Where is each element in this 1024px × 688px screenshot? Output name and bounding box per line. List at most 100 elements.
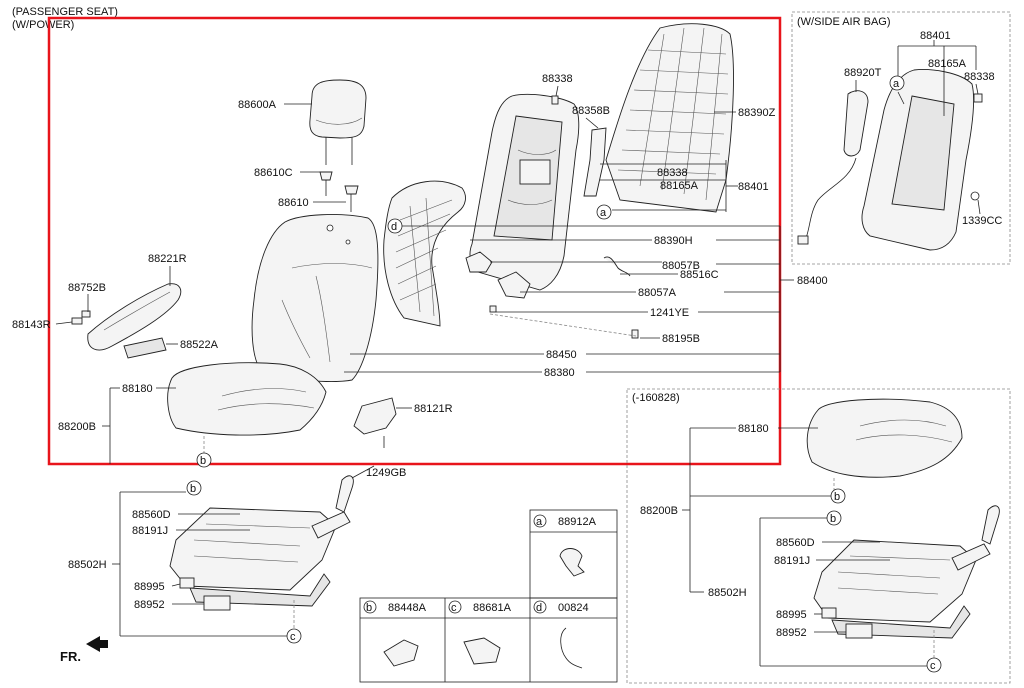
seatback-frame-drawing [469, 94, 580, 291]
label-1339cc: 1339CC [962, 215, 1002, 227]
legend-a-part: 88912A [558, 516, 597, 528]
header-w-power: (W/POWER) [12, 19, 74, 31]
side-airbag-frame-drawing [797, 69, 983, 251]
lumbar-bracket-drawing [583, 127, 607, 197]
label-88338-mid: 88338 [657, 167, 688, 179]
label-88221r: 88221R [148, 253, 187, 265]
callout-circles-lower-left: b b c d a [186, 204, 612, 644]
label-88121r: 88121R [414, 403, 453, 415]
callout-d-pad: d [391, 221, 397, 233]
seat-track-left-drawing [169, 475, 354, 611]
label-88401-right: 88401 [920, 30, 951, 42]
side-shield-drawing [71, 283, 182, 359]
leader-lines-lower-left [112, 465, 375, 637]
callout-b-track: b [190, 483, 196, 495]
motor-88681a-drawing [463, 637, 501, 665]
label-88057a: 88057A [638, 287, 677, 299]
label-88390z: 88390Z [738, 107, 776, 119]
seat-cushion-left-drawing [167, 362, 327, 436]
label-88522a: 88522A [180, 339, 219, 351]
callout-a-airbag-circle [889, 75, 905, 91]
label-88180-left: 88180 [122, 383, 153, 395]
label-88358b: 88358B [572, 105, 610, 117]
label-88516c: 88516C [680, 269, 719, 281]
seat-cushion-right-drawing [806, 398, 963, 478]
clip-88912a-drawing [559, 548, 585, 577]
legend-d-letter: d [536, 602, 542, 614]
label-88165a-right: 88165A [928, 58, 967, 70]
callout-b-variant-track-circle [826, 510, 842, 526]
legend-d-part: 00824 [558, 602, 589, 614]
label-88401-mid: 88401 [738, 181, 769, 193]
label-88610: 88610 [278, 197, 309, 209]
leader-lines-main [55, 85, 794, 464]
label-88338-right: 88338 [964, 71, 995, 83]
legend-table [359, 509, 618, 683]
label-88191j-left: 88191J [132, 525, 168, 537]
headrest-drawing [309, 79, 367, 165]
label-88200b-right: 88200B [640, 505, 678, 517]
header-passenger-seat: (PASSENGER SEAT) [12, 6, 118, 18]
bracket-88121r-drawing [353, 397, 397, 435]
part-labels: 88338 88600A 88358B 88390Z 88610C 88338 … [12, 30, 1002, 639]
leader-lines-airbag [855, 40, 981, 215]
label-88502h-right: 88502H [708, 587, 747, 599]
label-88502h-left: 88502H [68, 559, 107, 571]
callout-b-variant-cushion: b [834, 491, 840, 503]
seat-track-right-drawing [813, 505, 1000, 639]
label-88560d-right: 88560D [776, 537, 815, 549]
seatback-cover-drawing [251, 214, 379, 382]
label-88165a-mid: 88165A [660, 180, 699, 192]
legend-b-circle [363, 600, 377, 614]
label-88191j-right: 88191J [774, 555, 810, 567]
motor-88448a-drawing [383, 639, 419, 667]
callout-b-variant-cushion-circle [830, 488, 846, 504]
label-88380: 88380 [544, 367, 575, 379]
header-variant: (-160828) [632, 392, 680, 404]
legend-a-circle [533, 514, 547, 528]
label-88195b: 88195B [662, 333, 700, 345]
legend-a-letter: a [536, 516, 543, 528]
front-label: FR. [60, 649, 81, 664]
backrest-pad-drawing [383, 180, 466, 327]
label-88338-top: 88338 [542, 73, 573, 85]
back-panel-drawing [605, 23, 734, 213]
callout-c-variant: c [930, 660, 936, 672]
front-arrow-icon [86, 636, 108, 652]
label-88143r: 88143R [12, 319, 51, 331]
legend-c-part: 88681A [473, 602, 512, 614]
label-88057b: 88057B [662, 260, 700, 272]
label-1241ye: 1241YE [650, 307, 689, 319]
label-88752b: 88752B [68, 282, 106, 294]
label-88920t: 88920T [844, 67, 882, 79]
legend-c-circle [448, 600, 462, 614]
label-88600a: 88600A [238, 99, 277, 111]
legend-b-part: 88448A [388, 602, 427, 614]
headrest-guide-drawing [319, 171, 359, 212]
label-88995-left: 88995 [134, 581, 165, 593]
variant-box [626, 388, 1011, 684]
callout-b-cushion: b [200, 455, 206, 467]
legend-b-letter: b [366, 602, 372, 614]
callout-c-track: c [290, 631, 296, 643]
callout-a-frame: a [600, 207, 607, 219]
label-88952-right: 88952 [776, 627, 807, 639]
wire-00824-drawing [560, 627, 583, 669]
label-88995-right: 88995 [776, 609, 807, 621]
label-88610c: 88610C [254, 167, 293, 179]
label-88390h: 88390H [654, 235, 693, 247]
label-1249gb: 1249GB [366, 467, 406, 479]
label-88560d-left: 88560D [132, 509, 171, 521]
header-side-airbag: (W/SIDE AIR BAG) [797, 16, 891, 28]
legend-c-letter: c [451, 602, 457, 614]
label-88200b-left: 88200B [58, 421, 96, 433]
callout-b-variant-track: b [830, 513, 836, 525]
leader-lines-variant [682, 427, 935, 667]
label-88952-left: 88952 [134, 599, 165, 611]
label-88180-right: 88180 [738, 423, 769, 435]
label-88400: 88400 [797, 275, 828, 287]
callout-c-variant-circle [926, 657, 942, 673]
callout-a-airbag: a [893, 78, 900, 90]
legend-d-circle [533, 600, 547, 614]
